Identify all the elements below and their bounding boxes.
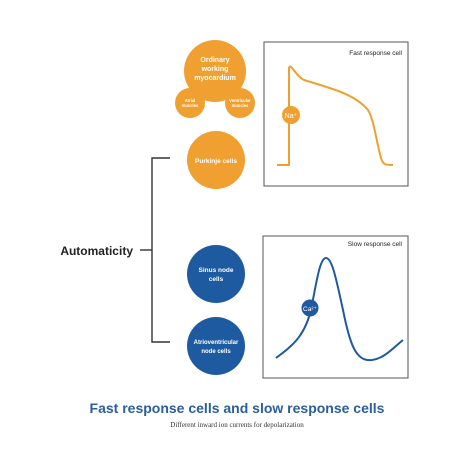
fast-action-potential-curve <box>277 65 394 166</box>
purkinje-label: Purkinje cells <box>195 158 237 165</box>
ordinary-myocardium-circle <box>184 40 246 102</box>
slow-panel-label: Slow response cell <box>348 241 403 248</box>
ordinary-label-line3: myocardium <box>194 75 236 82</box>
slow-action-potential-curve <box>275 256 404 362</box>
av-label-line2: node cells <box>201 349 231 355</box>
atrial-label-line2: muscles <box>182 103 199 108</box>
figure-subtitle: Different inward ion currents for depola… <box>170 421 304 429</box>
fast-response-panel: Fast response cell Na⁺ <box>263 41 409 187</box>
automaticity-label: Automaticity <box>60 244 133 258</box>
ordinary-label-line1: Ordinary <box>200 57 229 64</box>
av-label-line1: Atrioventricular <box>194 340 239 346</box>
ventricular-muscles-circle <box>225 88 255 118</box>
atrial-label-line1: Atrial <box>185 98 196 103</box>
av-node-circle <box>187 317 245 375</box>
ventricular-label-line2: muscles <box>232 103 249 108</box>
fast-panel-label: Fast response cell <box>349 50 402 57</box>
ca-ion-label: Ca²⁺ <box>303 306 317 313</box>
sinus-label-line1: Sinus node <box>198 267 233 274</box>
atrial-muscles-circle <box>175 88 205 118</box>
na-ion-label: Na⁺ <box>285 113 298 120</box>
ca-ion-marker <box>301 299 319 317</box>
sinus-label-line2: cells <box>209 276 224 283</box>
figure-title: Fast response cells and slow response ce… <box>90 400 385 416</box>
purkinje-cells-circle <box>187 131 245 189</box>
automaticity-bracket <box>140 157 170 343</box>
na-ion-marker <box>282 106 300 124</box>
sinus-node-circle <box>187 245 245 303</box>
ventricular-label-line1: Ventricular <box>229 98 251 103</box>
ordinary-label-line2: working <box>201 66 229 73</box>
slow-response-panel: Slow response cell Ca²⁺ <box>262 235 409 379</box>
